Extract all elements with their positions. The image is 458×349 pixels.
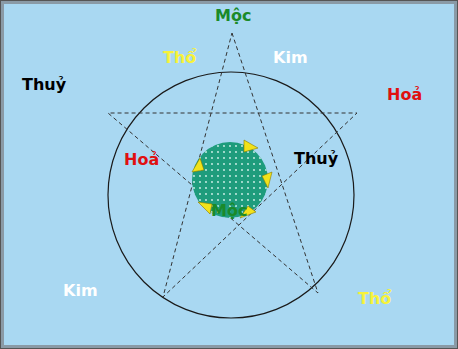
outer-circle bbox=[108, 72, 354, 318]
element-label: Hoả bbox=[387, 85, 422, 104]
element-label: Mộc bbox=[215, 6, 251, 25]
element-label: Hoả bbox=[124, 150, 159, 169]
element-label: Thổ bbox=[163, 48, 196, 67]
element-label: Kim bbox=[63, 281, 98, 300]
element-label: Mộc bbox=[211, 201, 247, 220]
element-label: Kim bbox=[273, 48, 308, 67]
background-panel bbox=[4, 4, 454, 345]
element-label: Thổ bbox=[358, 289, 391, 308]
pentagram bbox=[108, 33, 357, 297]
element-label: Thuỷ bbox=[22, 75, 66, 94]
element-label: Thuỷ bbox=[294, 149, 338, 168]
